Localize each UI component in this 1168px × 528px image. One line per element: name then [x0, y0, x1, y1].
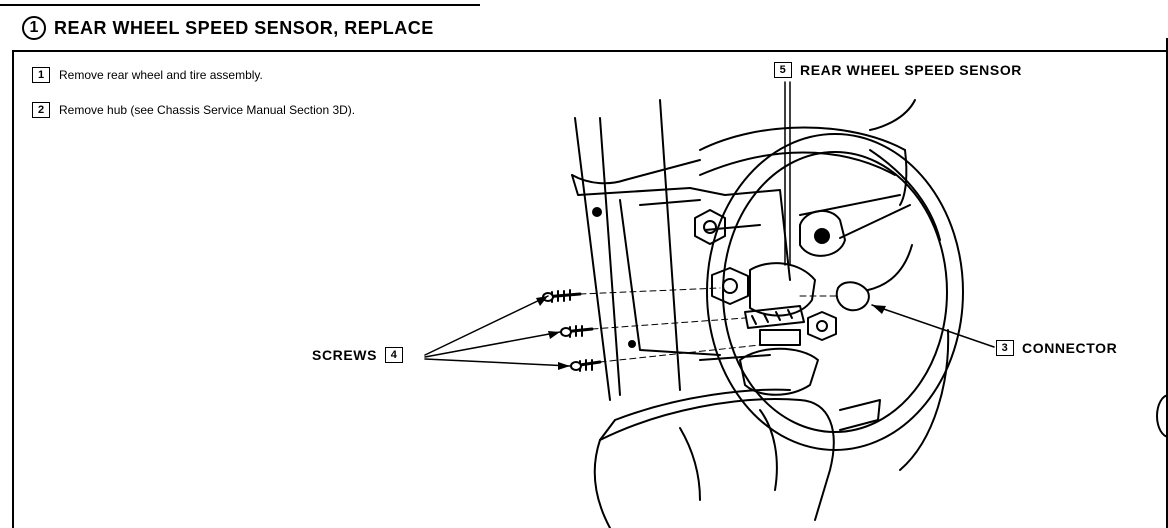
step-text: Remove rear wheel and tire assembly. — [59, 68, 263, 82]
step-2: 2 Remove hub (see Chassis Service Manual… — [32, 102, 355, 118]
fastener-nuts — [694, 209, 846, 341]
callout-label: SCREWS — [312, 347, 378, 363]
callout-connector: 3 CONNECTOR — [996, 340, 1117, 356]
section-number: 1 — [22, 16, 46, 40]
page-frame-right — [1166, 38, 1168, 528]
section-divider — [12, 50, 1168, 52]
backing-plate — [706, 133, 964, 471]
step-number: 2 — [32, 102, 50, 118]
callout-number: 3 — [996, 340, 1014, 356]
mounting-screws — [542, 289, 602, 372]
section-header: 1 REAR WHEEL SPEED SENSOR, REPLACE — [22, 16, 434, 40]
callout-number: 5 — [774, 62, 792, 78]
step-1: 1 Remove rear wheel and tire assembly. — [32, 67, 263, 83]
callout-number: 4 — [385, 347, 404, 363]
wheel-speed-sensor-body — [744, 262, 816, 329]
knuckle — [571, 99, 791, 401]
leader-lines — [424, 81, 995, 367]
connector-plug — [835, 244, 913, 312]
alignment-lines — [579, 287, 839, 363]
section-title: REAR WHEEL SPEED SENSOR, REPLACE — [54, 17, 434, 38]
page-frame-top — [0, 0, 480, 6]
ball-joint-boot — [593, 329, 881, 528]
control-arm — [699, 99, 916, 239]
step-text: Remove hub (see Chassis Service Manual S… — [59, 103, 356, 117]
step-number: 1 — [32, 67, 50, 83]
callout-label: REAR WHEEL SPEED SENSOR — [800, 62, 1023, 78]
page-frame-left — [12, 50, 14, 528]
callout-screws: SCREWS 4 — [312, 347, 404, 363]
leader-arrowheads — [536, 296, 886, 370]
callout-rear-wheel-speed-sensor: 5 REAR WHEEL SPEED SENSOR — [774, 62, 1022, 78]
callout-label: CONNECTOR — [1022, 340, 1118, 356]
